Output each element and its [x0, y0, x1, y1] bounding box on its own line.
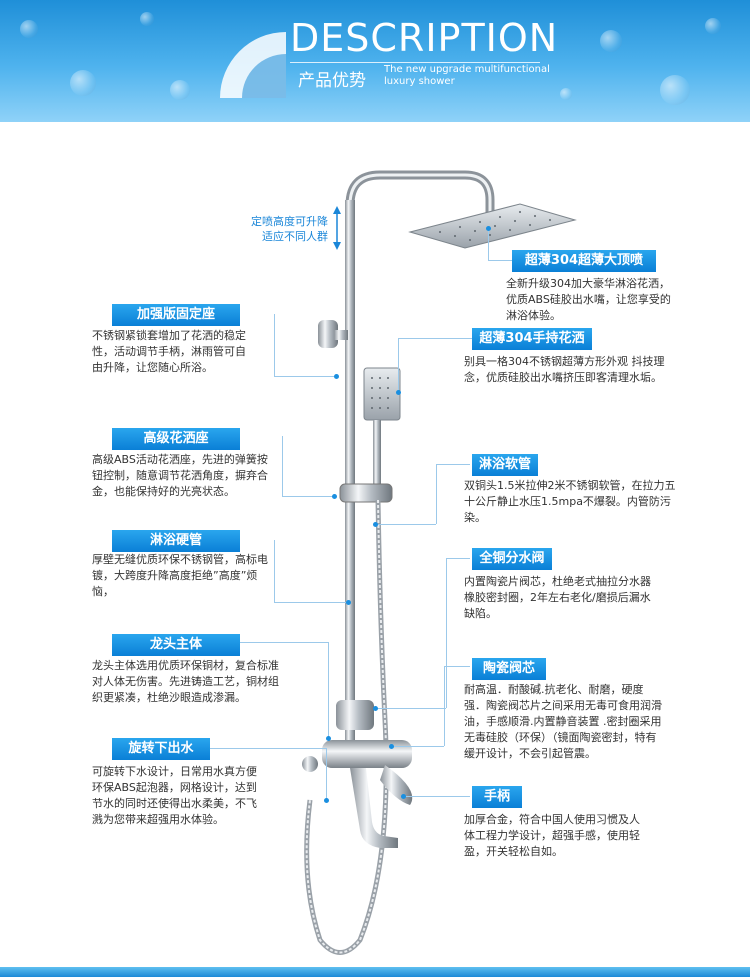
- feature-desc-fixed-seat: 不锈钢紧锁套增加了花洒的稳定性，活动调节手柄，淋雨管可自由升降，让您随心所浴。: [92, 329, 246, 374]
- water-drop: [560, 88, 572, 100]
- feature-desc-handle: 加厚合金，符合中国人使用习惯及人体工程力学设计，超强手感，使用轻盈，开关轻松自如…: [464, 813, 640, 858]
- feature-tag-ceramic-valve: 陶瓷阀芯: [472, 658, 546, 680]
- feature-desc-hand-shower: 别具一格304不锈钢超薄方形外观 抖技理念，优质硅胶出水嘴挤压即客清理水垢。: [464, 355, 665, 384]
- feature-desc-faucet-body: 龙头主体选用优质环保铜材，复合标准对人体无伤害。先进铸造工艺，铜材组织更紧凑，杜…: [92, 659, 279, 704]
- feature-tag-diverter: 全铜分水阀: [472, 548, 552, 570]
- banner-subtitle-en: The new upgrade multifunctional luxury s…: [384, 64, 550, 87]
- leader-dot: [326, 736, 331, 741]
- feature-desc-ceramic-valve: 耐高温．耐酸碱.抗老化、耐磨，硬度强．陶瓷阀芯片之间采用无毒可食用润滑油，手感顺…: [464, 683, 662, 760]
- feature-tag-rotating-outlet: 旋转下出水: [112, 738, 210, 760]
- leader-line: [274, 314, 275, 376]
- water-drop: [70, 70, 96, 96]
- leader-dot: [486, 226, 491, 231]
- leader-line: [282, 496, 334, 497]
- leader-line: [274, 376, 336, 377]
- feature-desc-diverter: 内置陶瓷片阀芯，杜绝老式抽拉分水器橡胶密封圈，2年左右老化/磨损后漏水缺陷。: [464, 575, 651, 620]
- leader-line: [328, 642, 329, 738]
- feature-desc-shower-seat: 高级ABS活动花洒座，先进的弹簧按钮控制，随意调节花洒角度，摒弃合金，也能保持好…: [92, 453, 268, 498]
- water-drop: [705, 18, 721, 34]
- leader-dot: [332, 494, 337, 499]
- leader-line: [398, 338, 399, 392]
- feature-desc-rotating-outlet: 可旋转下水设计，日常用水真方便环保ABS起泡器，网格设计，达到节水的同时还使得出…: [92, 765, 257, 826]
- leader-line: [398, 338, 472, 339]
- leader-line: [326, 748, 327, 800]
- leader-line: [444, 666, 445, 746]
- leader-dot: [346, 600, 351, 605]
- leader-dot: [334, 374, 339, 379]
- feature-tag-hand-shower: 超薄304手持花洒: [472, 328, 592, 350]
- leader-line: [446, 558, 470, 559]
- water-drop: [660, 75, 690, 105]
- leader-line: [210, 748, 326, 749]
- height-note-line-1: 定喷高度可升降: [251, 215, 328, 228]
- leader-dot: [396, 390, 401, 395]
- leader-dot: [401, 794, 406, 799]
- description-banner: DESCRIPTION 产品优势 The new upgrade multifu…: [0, 0, 750, 122]
- feature-tag-fixed-seat: 加强版固定座: [112, 304, 240, 326]
- banner-subtitle-cn: 产品优势: [298, 71, 366, 91]
- leader-line: [488, 260, 516, 261]
- bottom-accent-bar: [0, 967, 750, 977]
- feature-tag-hose: 淋浴软管: [472, 454, 538, 476]
- water-drop: [20, 20, 38, 38]
- height-adjust-note: 定喷高度可升降 适应不同人群: [236, 214, 328, 244]
- feature-desc-rigid-pipe: 厚壁无缝优质环保不锈钢管，高标电镀，大跨度升降高度拒绝”高度”烦恼，: [92, 553, 268, 598]
- height-note-line-2: 适应不同人群: [262, 230, 328, 243]
- banner-title: DESCRIPTION: [290, 16, 559, 60]
- leader-line: [446, 558, 447, 708]
- quarter-circle-logo-icon: [220, 32, 286, 98]
- leader-line: [376, 708, 446, 709]
- leader-dot: [324, 798, 329, 803]
- water-drop: [170, 80, 190, 100]
- leader-line: [240, 642, 328, 643]
- leader-line: [282, 436, 283, 496]
- banner-divider: [290, 62, 540, 63]
- feature-tag-rain-head: 超薄304超薄大顶喷: [512, 250, 656, 272]
- leader-line: [274, 540, 275, 602]
- leader-line: [444, 666, 470, 667]
- leader-line: [376, 524, 436, 525]
- feature-tag-faucet-body: 龙头主体: [112, 634, 240, 656]
- feature-desc-hose: 双铜头1.5米拉伸2米不锈钢软管，在拉力五十公斤静止水压1.5mpa不爆裂。内管…: [464, 479, 676, 524]
- feature-tag-rigid-pipe: 淋浴硬管: [112, 530, 240, 552]
- feature-tag-handle: 手柄: [472, 786, 522, 808]
- leader-line: [488, 230, 489, 260]
- leader-line: [392, 746, 444, 747]
- water-drop: [140, 12, 154, 26]
- leader-dot: [389, 744, 394, 749]
- feature-tag-shower-seat: 高级花洒座: [112, 428, 240, 450]
- leader-line: [404, 796, 470, 797]
- leader-line: [274, 602, 348, 603]
- leader-dot: [373, 522, 378, 527]
- feature-desc-rain-head: 全新升级304加大豪华淋浴花洒，优质ABS硅胶出水嘴，让您享受的淋浴体验。: [506, 277, 671, 322]
- leader-dot: [373, 706, 378, 711]
- leader-line: [436, 464, 437, 524]
- water-drop: [600, 30, 622, 52]
- leader-line: [436, 464, 470, 465]
